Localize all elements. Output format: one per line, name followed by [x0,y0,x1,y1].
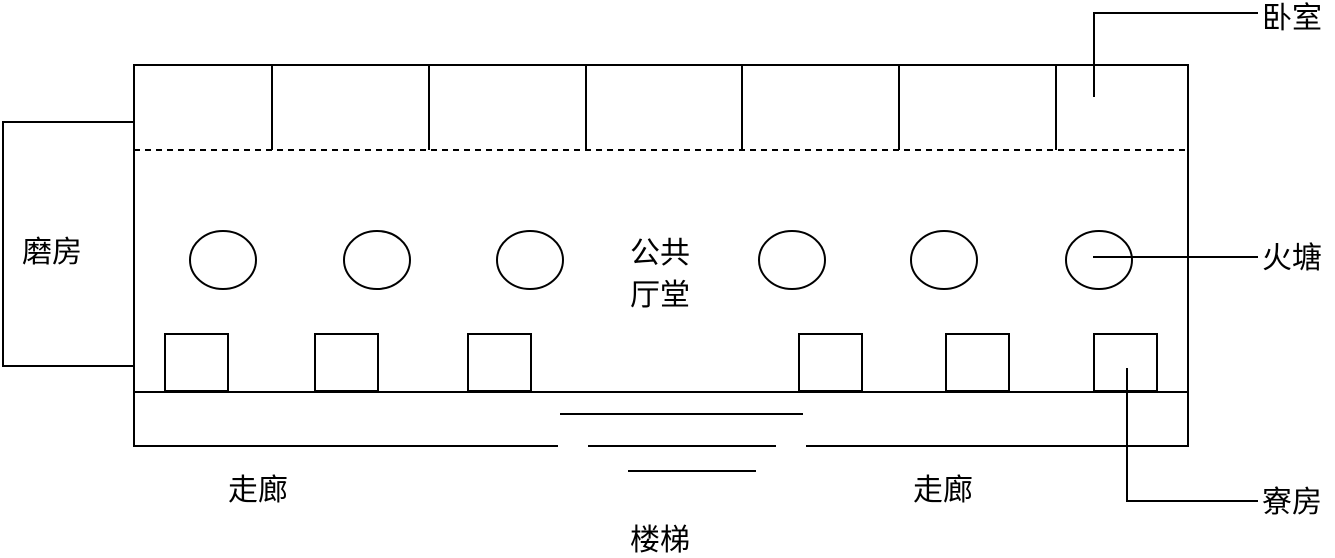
fire-pit-row [189,230,1133,290]
dorm-room-leader-line [1126,368,1258,502]
dorm-room [467,333,532,392]
dorm-room-row [164,333,1158,392]
corridor-right-label: 走廊 [913,473,973,508]
fire-pit [910,230,978,290]
public-hall-label-line2: 厅堂 [630,278,690,313]
dorm-room [164,333,229,392]
public-hall-label-line1: 公共 [630,236,690,271]
fire-pit [1065,230,1133,290]
dorm-room-label: 寮房 [1262,485,1322,520]
dorm-room [1093,333,1158,392]
stairs-label: 楼梯 [630,523,690,558]
dorm-room [798,333,863,392]
mill-room-label: 磨房 [22,235,82,270]
corridor-left-label: 走廊 [228,473,288,508]
fire-pit [189,230,257,290]
bedroom-leader-line [1093,12,1258,97]
fire-pit [758,230,826,290]
fire-pit [343,230,411,290]
fire-pit-label: 火塘 [1262,241,1322,276]
mill-room-outline [2,121,134,367]
fire-pit [496,230,564,290]
dorm-room [314,333,379,392]
stairs [560,413,803,472]
bedroom-label: 卧室 [1262,1,1322,36]
dorm-room [945,333,1010,392]
bedroom-row [271,65,1057,150]
